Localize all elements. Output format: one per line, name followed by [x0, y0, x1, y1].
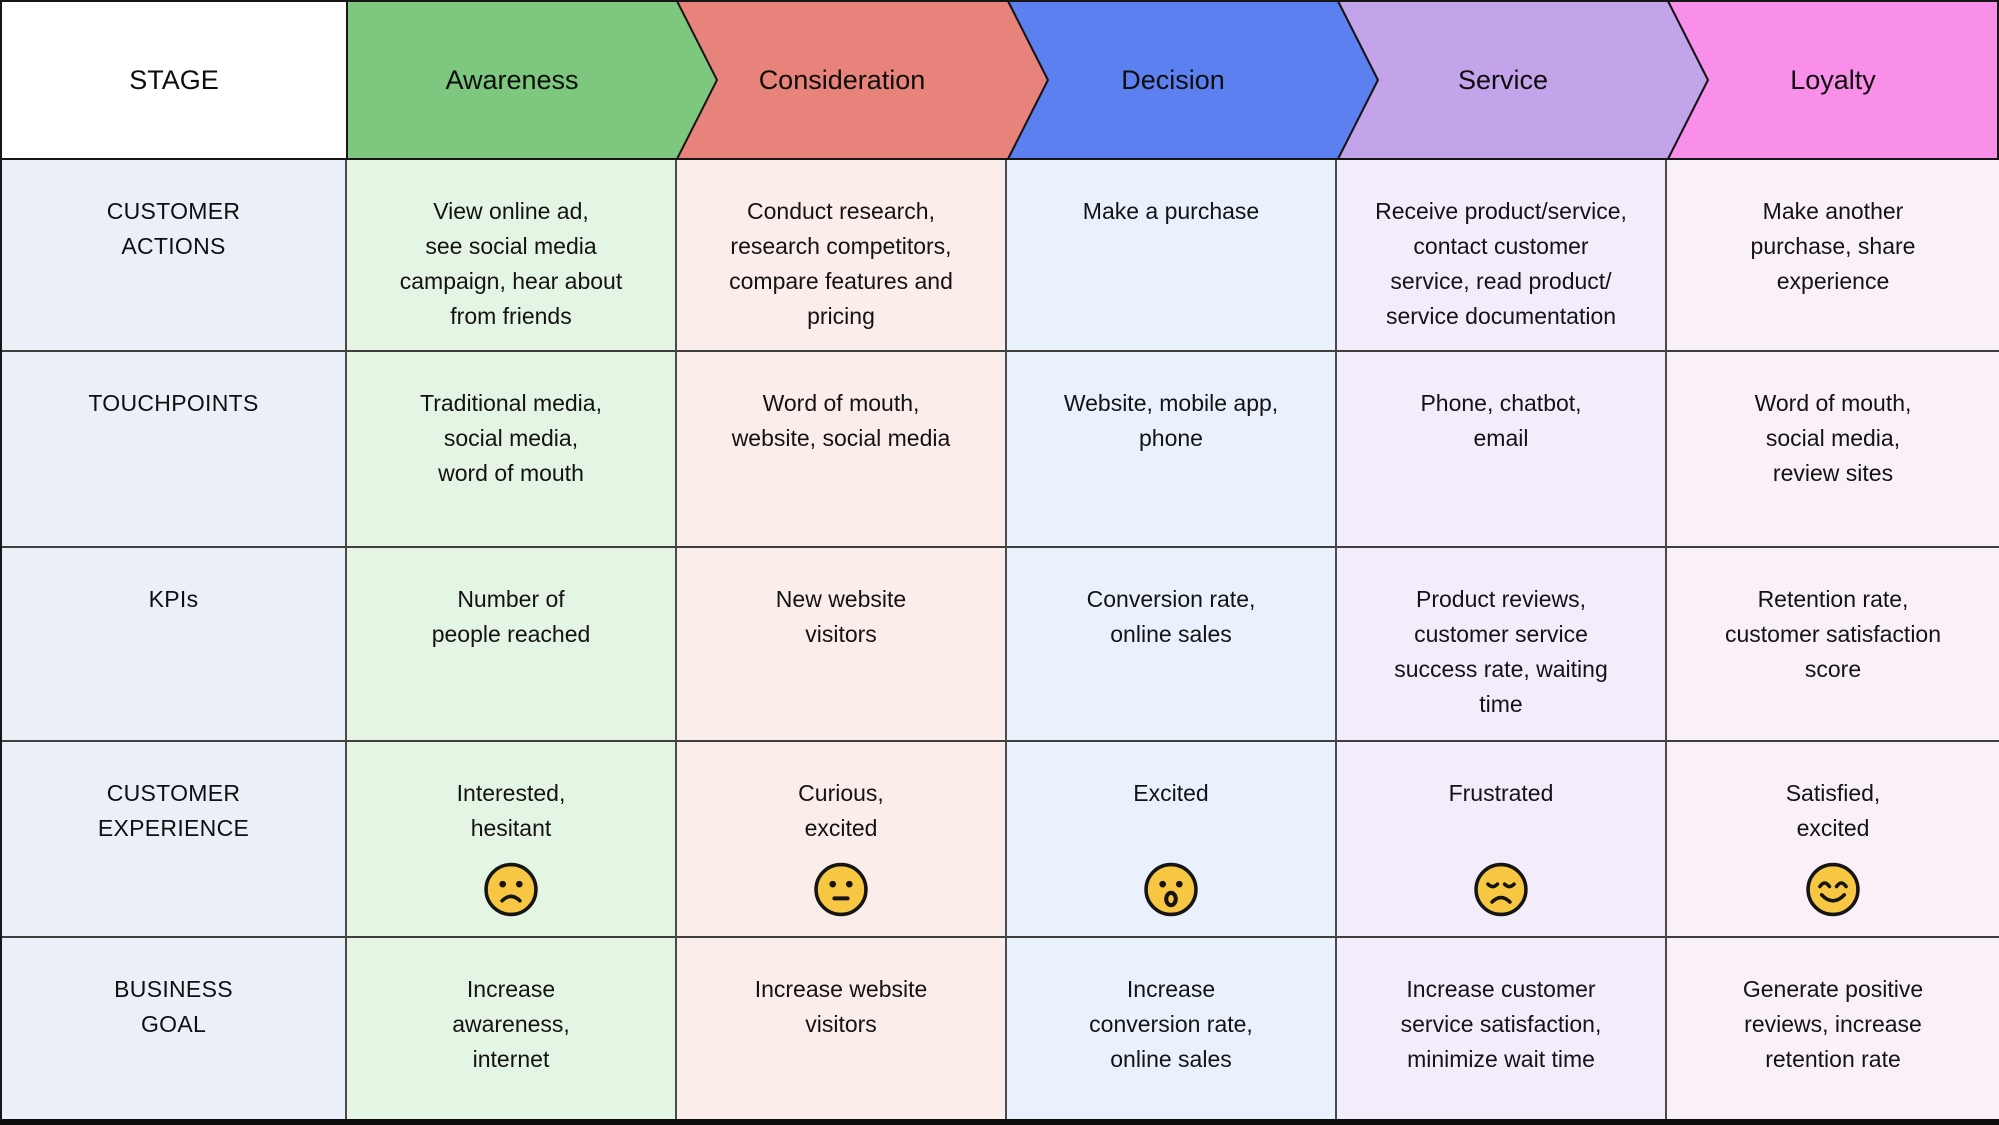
cell-kpis-consideration: New website visitors	[677, 548, 1007, 742]
cell-touchpoints-awareness: Traditional media, social media, word of…	[347, 352, 677, 548]
row-label-customer-experience: CUSTOMER EXPERIENCE	[2, 742, 347, 938]
cell-kpis-decision: Conversion rate, online sales	[1007, 548, 1337, 742]
stage-label-consideration: Consideration	[759, 65, 926, 95]
neutral-face-icon	[813, 861, 870, 918]
cell-kpis-loyalty: Retention rate, customer satisfaction sc…	[1667, 548, 1999, 742]
cell-customer-experience-awareness: Interested, hesitant	[347, 742, 677, 938]
cell-customer-experience-decision: Excited	[1007, 742, 1337, 938]
cell-touchpoints-decision: Website, mobile app, phone	[1007, 352, 1337, 548]
cell-kpis-service: Product reviews, customer service succes…	[1337, 548, 1667, 742]
cell-touchpoints-consideration: Word of mouth, website, social media	[677, 352, 1007, 548]
weary-face-icon	[1473, 861, 1530, 918]
slightly-frowning-face-icon	[483, 861, 540, 918]
row-label-customer-actions: CUSTOMER ACTIONS	[2, 160, 347, 352]
smiling-face-icon	[1805, 861, 1862, 918]
row-label-business-goal: BUSINESS GOAL	[2, 938, 347, 1119]
cell-customer-experience-service: Frustrated	[1337, 742, 1667, 938]
stage-corner-label: STAGE	[129, 65, 219, 95]
stage-corner-cell	[0, 0, 348, 160]
row-label-kpis: KPIs	[2, 548, 347, 742]
cell-customer-actions-consideration: Conduct research, research competitors, …	[677, 160, 1007, 352]
cell-business-goal-loyalty: Generate positive reviews, increase rete…	[1667, 938, 1999, 1119]
cell-business-goal-decision: Increase conversion rate, online sales	[1007, 938, 1337, 1119]
stage-header-row: STAGE Awareness Consideration Decision S…	[0, 0, 1999, 160]
cell-customer-actions-awareness: View online ad, see social media campaig…	[347, 160, 677, 352]
stage-label-service: Service	[1458, 65, 1548, 95]
stage-arrow-awareness	[346, 0, 719, 160]
cell-business-goal-service: Increase customer service satisfaction, …	[1337, 938, 1667, 1119]
cell-customer-experience-consideration: Curious, excited	[677, 742, 1007, 938]
stage-arrow-loyalty	[1666, 0, 1999, 160]
surprised-face-icon	[1143, 861, 1200, 918]
stage-label-loyalty: Loyalty	[1790, 65, 1876, 95]
cell-touchpoints-service: Phone, chatbot, email	[1337, 352, 1667, 548]
stage-label-awareness: Awareness	[445, 65, 578, 95]
table-bottom-border	[0, 1119, 1999, 1125]
cell-kpis-awareness: Number of people reached	[347, 548, 677, 742]
cell-customer-actions-loyalty: Make another purchase, share experience	[1667, 160, 1999, 352]
cell-business-goal-awareness: Increase awareness, internet	[347, 938, 677, 1119]
row-label-touchpoints: TOUCHPOINTS	[2, 352, 347, 548]
cell-customer-actions-service: Receive product/service, contact custome…	[1337, 160, 1667, 352]
cell-customer-experience-loyalty: Satisfied, excited	[1667, 742, 1999, 938]
cell-touchpoints-loyalty: Word of mouth, social media, review site…	[1667, 352, 1999, 548]
cell-business-goal-consideration: Increase website visitors	[677, 938, 1007, 1119]
cell-customer-actions-decision: Make a purchase	[1007, 160, 1337, 352]
stage-label-decision: Decision	[1121, 65, 1225, 95]
